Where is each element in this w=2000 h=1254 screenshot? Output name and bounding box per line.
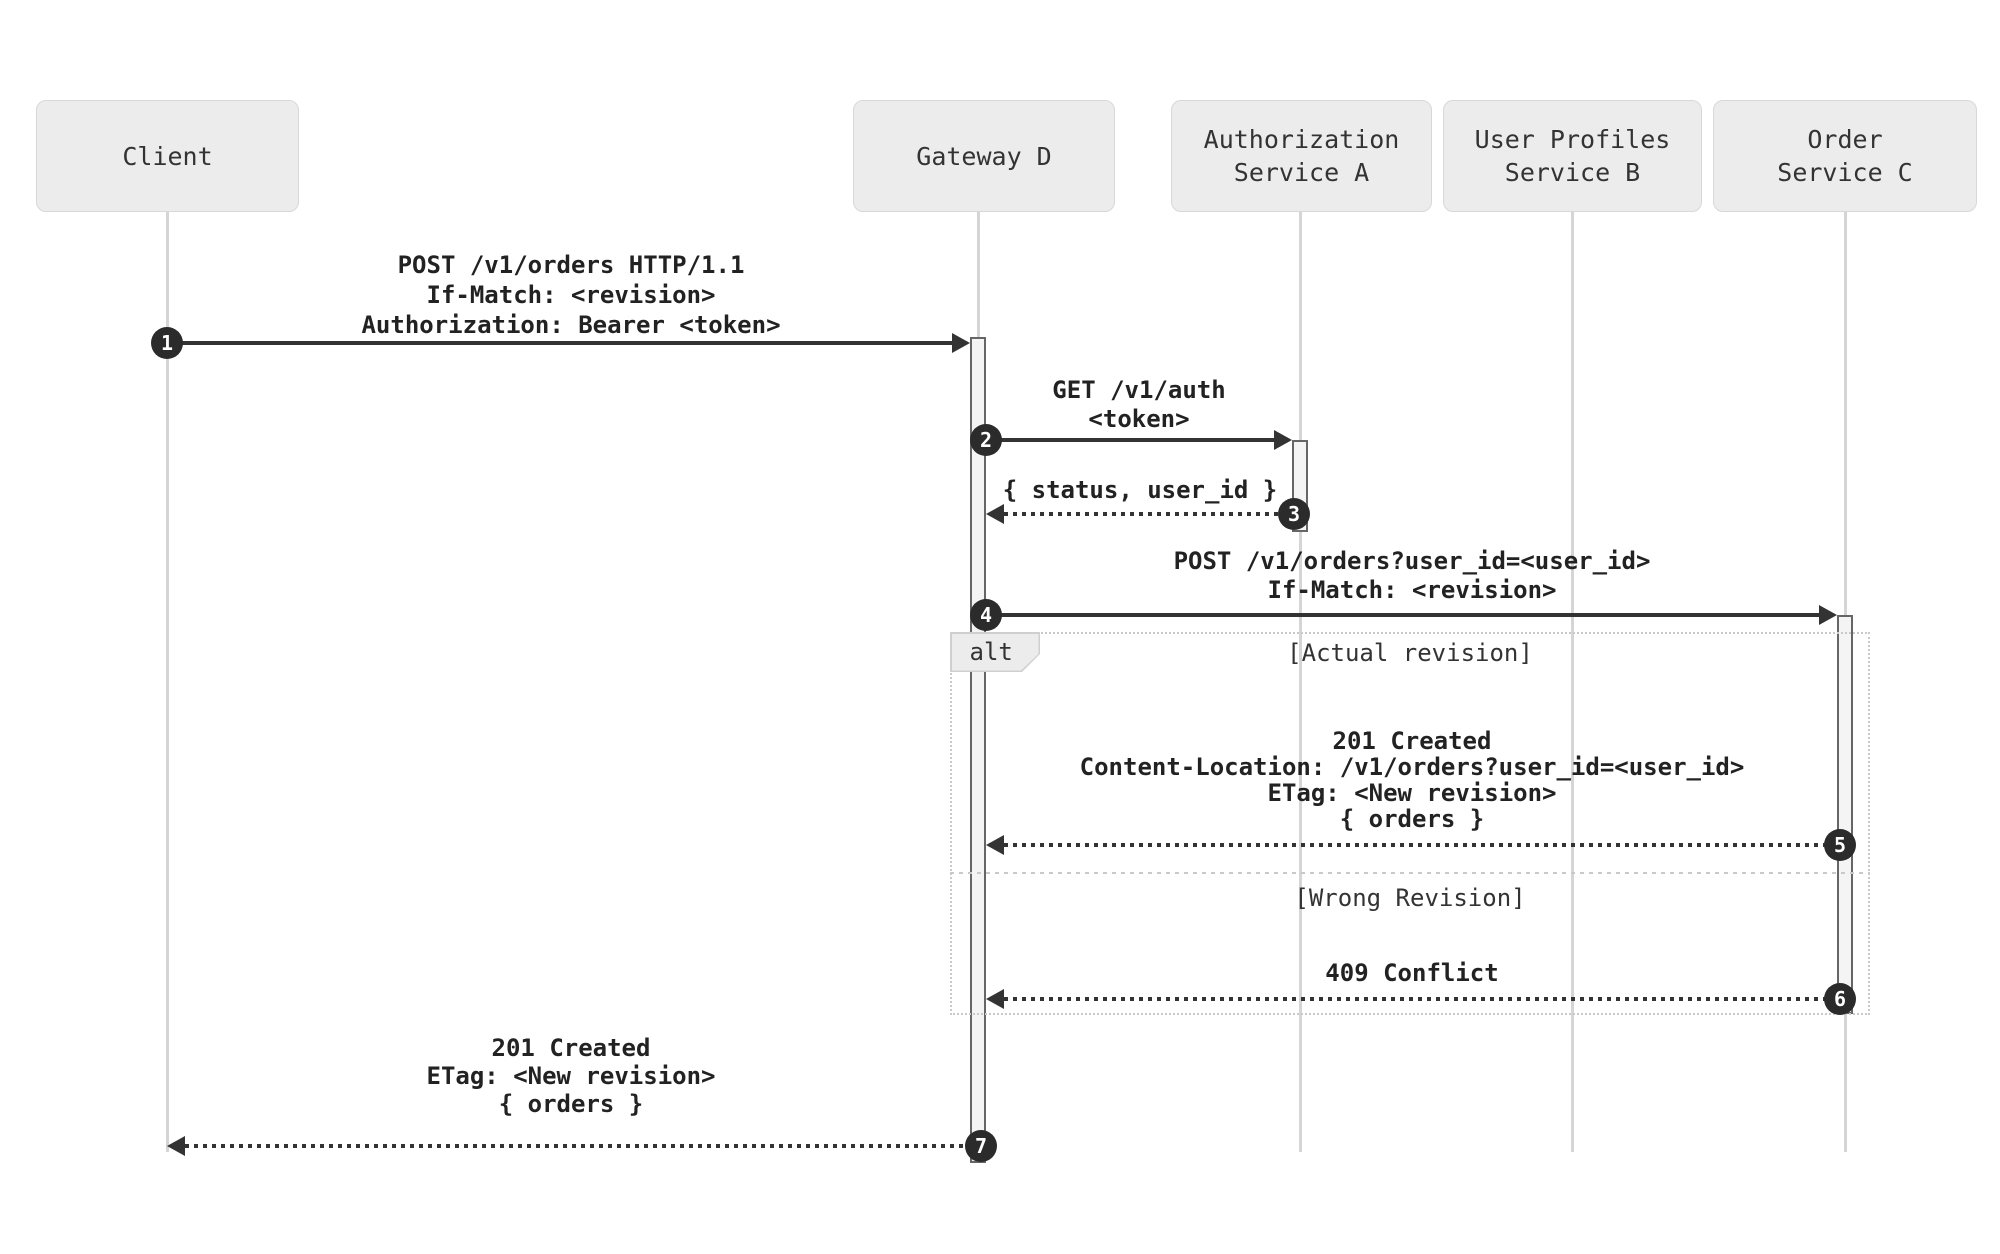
- participant-client: Client: [36, 100, 299, 212]
- message-6-number-badge: 6: [1824, 983, 1856, 1015]
- message-3-arrowhead-icon: [986, 504, 1004, 524]
- participant-gateway-d-label: Gateway D: [916, 141, 1052, 171]
- participant-client-label: Client: [122, 141, 213, 171]
- message-1-line: [167, 341, 954, 345]
- message-6-label: 409 Conflict: [1325, 959, 1499, 987]
- participant-user-profiles-service-b: User Profiles Service B: [1443, 100, 1702, 212]
- participant-order-service-c-label: Order: [1807, 125, 1883, 154]
- alt-guard-wrong-revision: [Wrong Revision]: [1294, 884, 1526, 912]
- lifeline-client: [165, 212, 169, 1152]
- message-4-number-badge: 4: [970, 599, 1002, 631]
- alt-fragment-separator: [950, 872, 1870, 874]
- message-4-arrowhead-icon: [1819, 605, 1837, 625]
- message-1-label: POST /v1/orders HTTP/1.1 If-Match: <revi…: [361, 251, 781, 339]
- message-5-line: [1004, 843, 1838, 847]
- activation-gateway-d: [970, 337, 986, 1163]
- message-7-line: [185, 1144, 970, 1148]
- message-4-line: [986, 613, 1821, 617]
- message-1-arrowhead-icon: [952, 333, 970, 353]
- message-7-arrowhead-icon: [167, 1136, 185, 1156]
- lifeline-authorization-service-a: [1298, 212, 1302, 1152]
- participant-order-service-c: Order Service C: [1713, 100, 1977, 212]
- message-5-number-badge: 5: [1824, 829, 1856, 861]
- participant-authorization-service-a: Authorization Service A: [1171, 100, 1432, 212]
- message-3-line: [1004, 512, 1294, 516]
- message-7-number-badge: 7: [965, 1130, 997, 1162]
- message-3-number-badge: 3: [1278, 498, 1310, 530]
- message-3-label: { status, user_id }: [1002, 476, 1278, 504]
- alt-fragment-tab: alt: [950, 632, 1040, 672]
- message-1-number-badge: 1: [151, 327, 183, 359]
- message-2-arrowhead-icon: [1274, 430, 1292, 450]
- message-5-arrowhead-icon: [986, 835, 1004, 855]
- alt-fragment-box: [950, 632, 1870, 1015]
- participant-gateway-d: Gateway D: [853, 100, 1115, 212]
- message-6-arrowhead-icon: [986, 989, 1004, 1009]
- message-7-label: 201 Created ETag: <New revision> { order…: [426, 1034, 716, 1118]
- message-2-number-badge: 2: [970, 424, 1002, 456]
- alt-guard-actual-revision: [Actual revision]: [1287, 639, 1533, 667]
- lifeline-user-profiles-service-b: [1570, 212, 1574, 1152]
- message-2-label: GET /v1/auth <token>: [1052, 376, 1226, 433]
- participant-user-profiles-service-b-label: User Profiles: [1474, 125, 1671, 154]
- message-4-label: POST /v1/orders?user_id=<user_id> If-Mat…: [1173, 547, 1651, 604]
- alt-fragment-label: alt: [951, 633, 1039, 671]
- participant-authorization-service-a-label: Authorization: [1203, 125, 1400, 154]
- message-2-line: [986, 438, 1276, 442]
- message-6-line: [1004, 997, 1838, 1001]
- message-5-label: 201 Created Content-Location: /v1/orders…: [1079, 727, 1745, 833]
